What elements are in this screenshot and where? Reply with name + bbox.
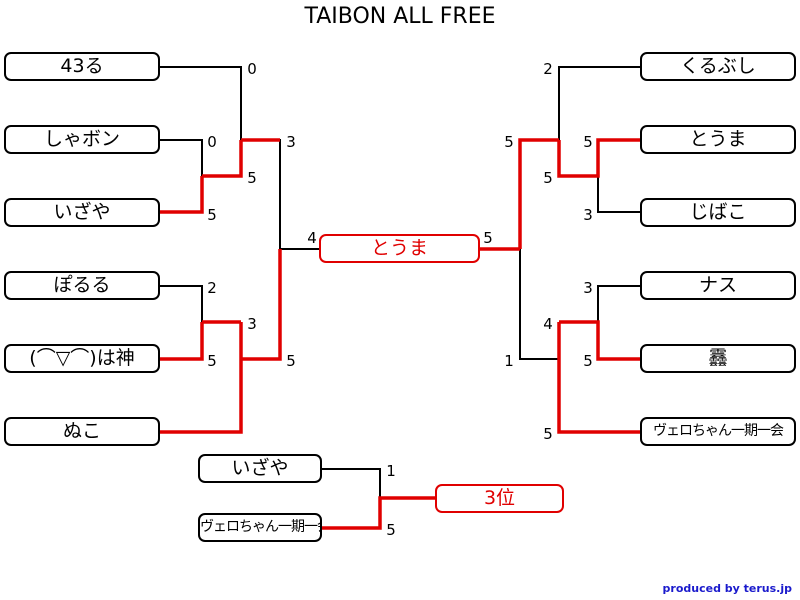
line-left-r1a-win xyxy=(202,140,243,178)
line-right-kanji xyxy=(559,320,640,361)
score-right-3: 5 xyxy=(583,133,593,151)
score-left-6: 2 xyxy=(207,279,217,297)
line-third-vero xyxy=(322,496,435,530)
third-place-player-1: いざや xyxy=(198,454,322,483)
line-left-semi-bottom xyxy=(241,249,282,361)
player-box-left-1: 43る xyxy=(4,52,160,81)
line-left-kami xyxy=(160,322,204,361)
score-third-top: 1 xyxy=(386,462,396,480)
score-left-4: 5 xyxy=(247,169,257,187)
score-right-1: 2 xyxy=(543,60,553,78)
line-left-43ru xyxy=(160,66,242,140)
score-final-right: 5 xyxy=(483,229,493,247)
line-right-jibako xyxy=(597,176,640,213)
line-third-izaya xyxy=(322,468,381,498)
third-place-box: 3位 xyxy=(435,484,564,513)
line-right-semi-top xyxy=(518,138,559,249)
line-right-semi-bottom xyxy=(519,249,559,360)
player-box-right-4: ナス xyxy=(640,271,796,300)
score-right-8: 1 xyxy=(504,352,514,370)
line-left-semi-top xyxy=(241,139,281,249)
score-right-7: 4 xyxy=(543,315,553,333)
score-right-9: 5 xyxy=(583,352,593,370)
score-right-5: 3 xyxy=(583,206,593,224)
player-box-right-5: 䨺 xyxy=(640,344,796,373)
score-left-5: 5 xyxy=(207,206,217,224)
player-box-left-5: (⌒▽⌒)は神 xyxy=(4,344,160,373)
player-box-left-6: ぬこ xyxy=(4,417,160,446)
line-left-shabon xyxy=(160,139,203,176)
score-left-3: 3 xyxy=(286,133,296,151)
player-box-right-2: とうま xyxy=(640,125,796,154)
third-place-player-2: ヴェロちゃん一期一会 xyxy=(198,513,322,542)
score-right-6: 3 xyxy=(583,279,593,297)
line-right-nasu xyxy=(597,285,640,322)
score-left-1: 0 xyxy=(247,60,257,78)
line-left-pollulu xyxy=(160,285,203,322)
line-right-vero xyxy=(557,322,640,434)
player-box-right-6: ヴェロちゃん一期一会 xyxy=(640,417,796,446)
player-box-left-4: ぽるる xyxy=(4,271,160,300)
score-final-left: 4 xyxy=(307,229,317,247)
player-box-right-3: じばこ xyxy=(640,198,796,227)
line-right-kurubushi xyxy=(558,66,640,140)
score-left-2: 0 xyxy=(207,133,217,151)
score-left-7: 3 xyxy=(247,315,257,333)
player-box-right-1: くるぶし xyxy=(640,52,796,81)
player-box-left-3: いざや xyxy=(4,198,160,227)
credit-text: produced by terus.jp xyxy=(662,582,792,595)
page-title: TAIBON ALL FREE xyxy=(304,4,496,29)
champion-box: とうま xyxy=(319,234,480,263)
score-right-10: 5 xyxy=(543,425,553,443)
player-box-left-2: しゃボン xyxy=(4,125,160,154)
score-right-4: 5 xyxy=(543,169,553,187)
line-right-touma xyxy=(557,138,640,178)
score-right-2: 5 xyxy=(504,133,514,151)
score-left-8: 5 xyxy=(207,352,217,370)
score-third-bottom: 5 xyxy=(386,521,396,539)
line-left-izaya xyxy=(160,176,204,214)
score-left-9: 5 xyxy=(286,352,296,370)
